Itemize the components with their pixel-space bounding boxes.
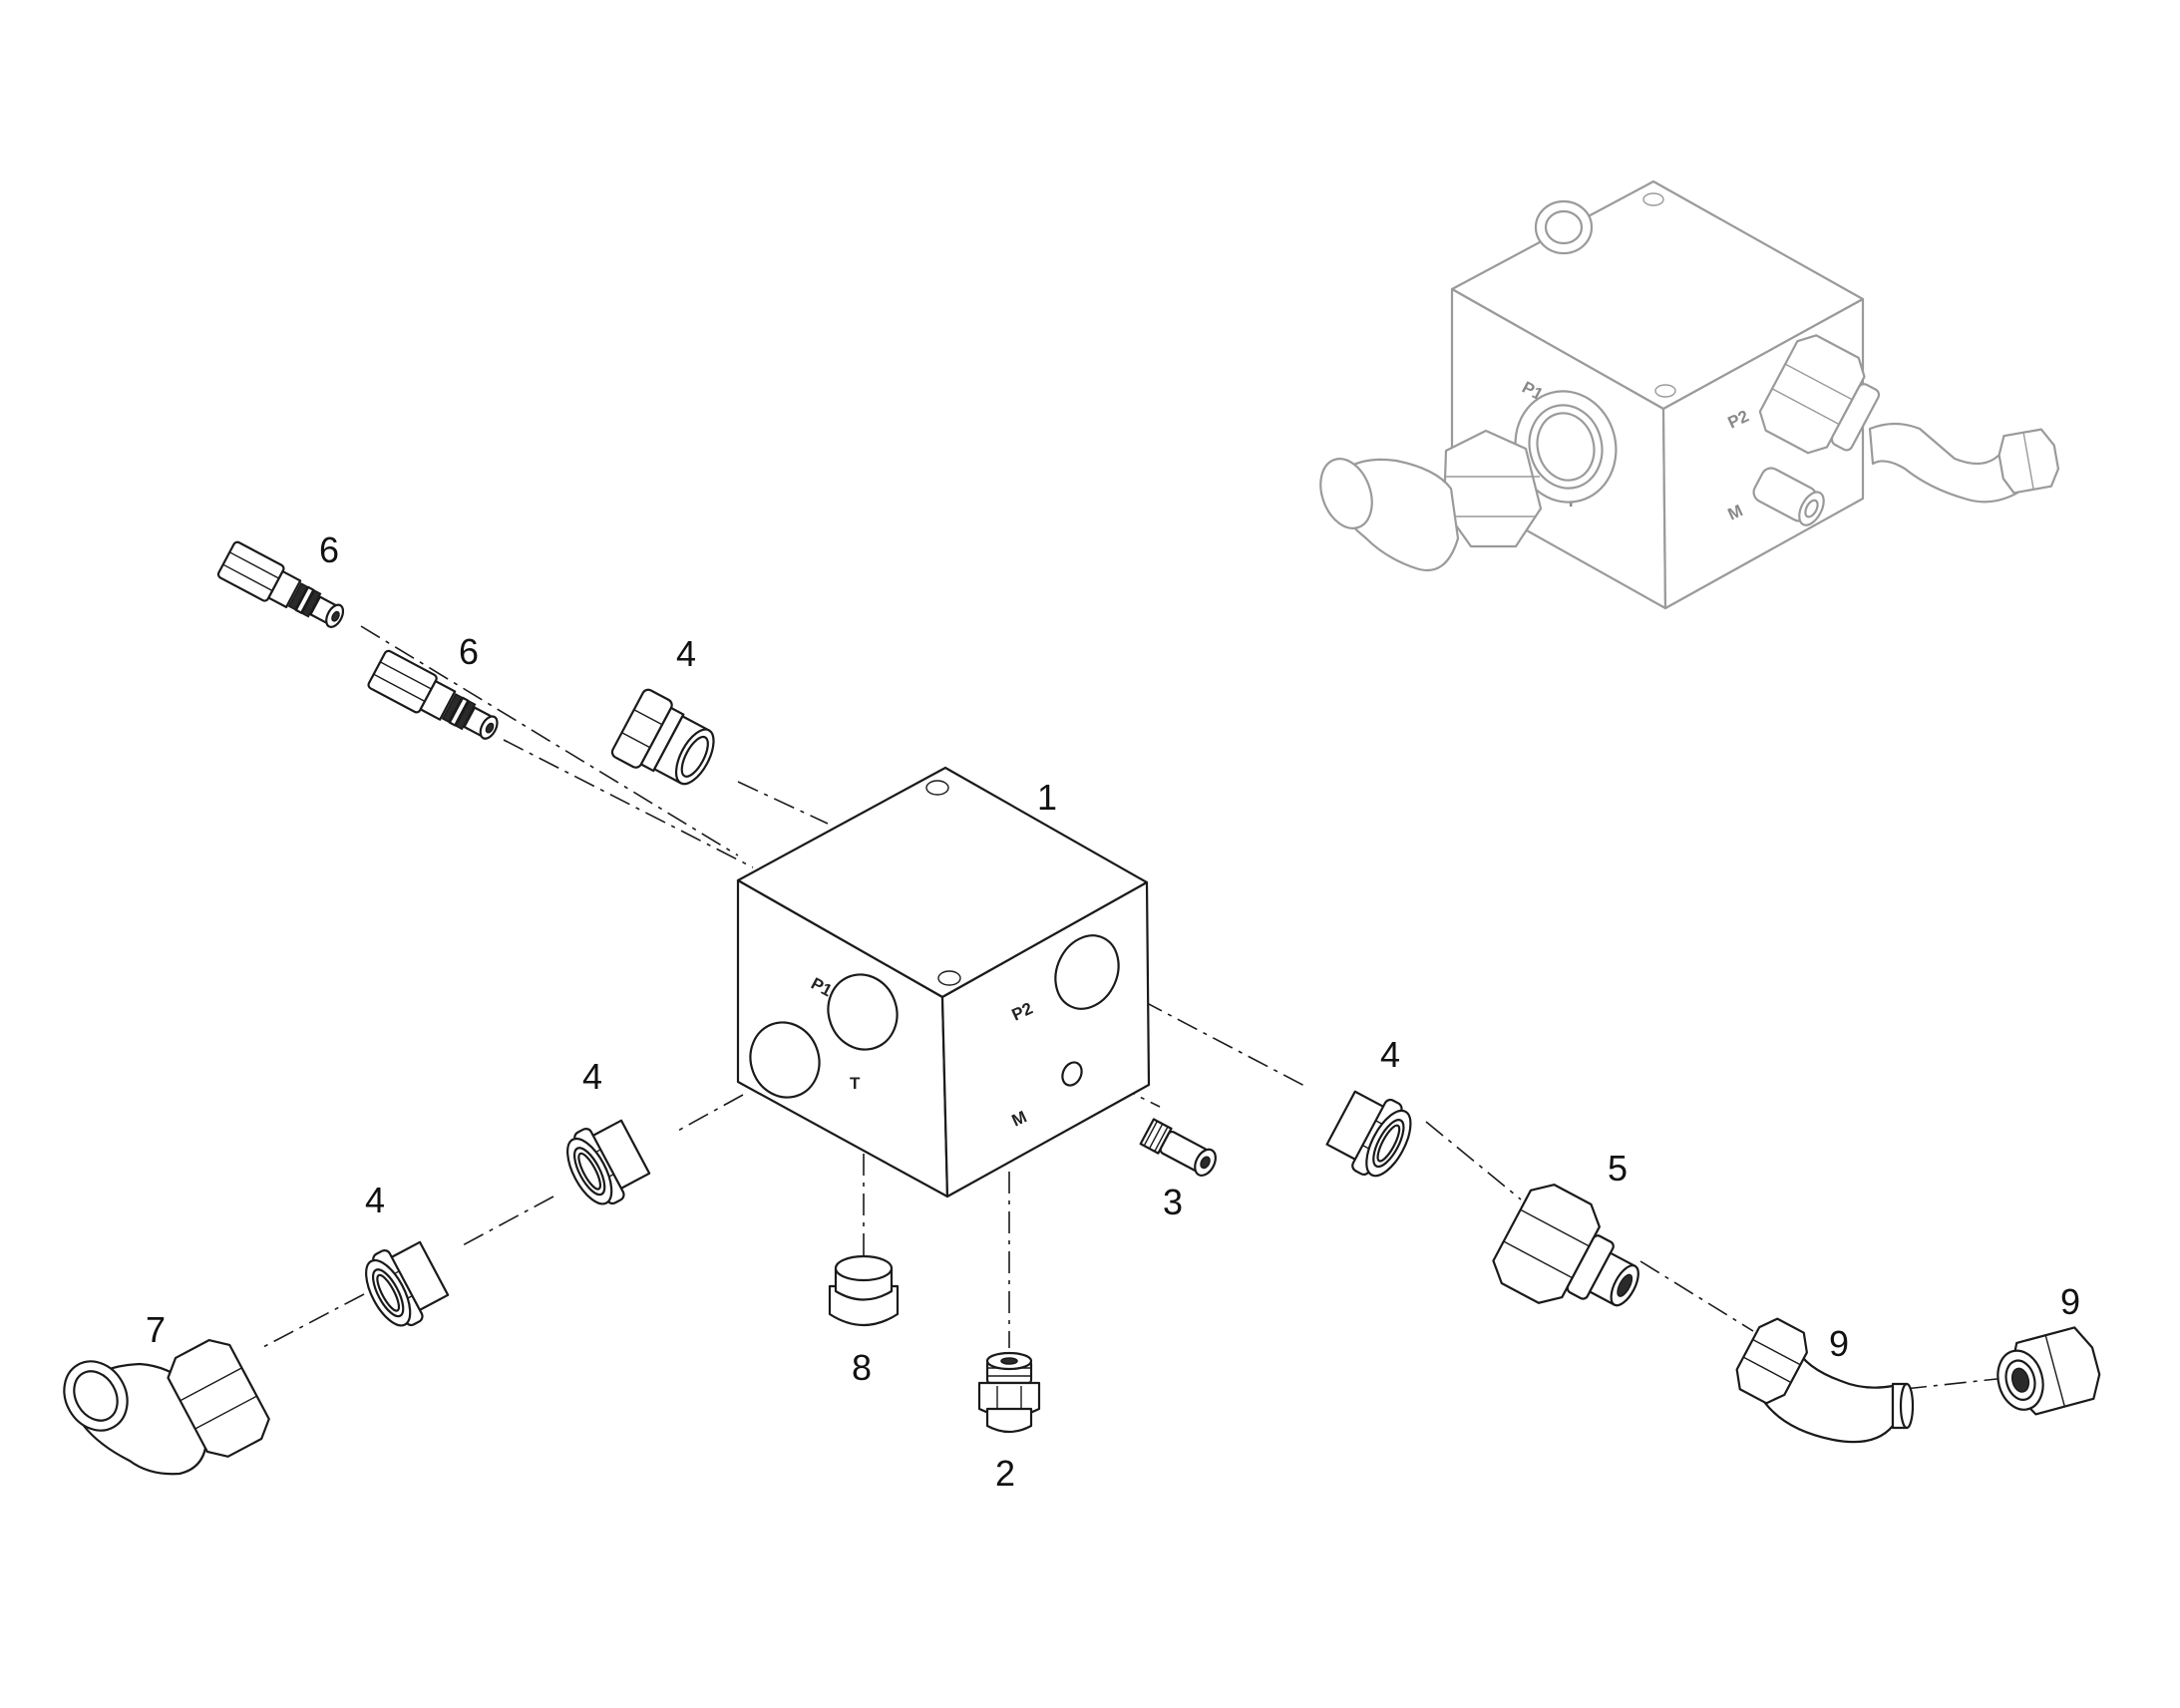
callout-4-right: 4 [1380,1034,1400,1075]
nipple-fitting [977,1351,1041,1434]
reducer-fitting [1492,1184,1639,1307]
adapter-fitting-left-upper [566,1119,651,1205]
port-label-t: T [850,1074,861,1093]
callout-9-nut: 9 [2060,1281,2080,1322]
port-m-hole [1061,1061,1083,1087]
adapter-fitting-right [1325,1090,1412,1178]
manifold-block: P1 T P2 M [736,766,1151,1198]
adapter-fitting-top [610,688,715,786]
callout-4-left-lower: 4 [365,1180,385,1220]
callout-8: 8 [852,1347,872,1388]
assembled-inset-view: P1 T P2 M [1319,179,2060,610]
callout-4-left-upper: 4 [582,1056,602,1097]
callout-9-elbow: 9 [1829,1323,1849,1364]
plug [828,1254,900,1326]
callout-5: 5 [1608,1148,1628,1189]
callout-1: 1 [1037,777,1057,818]
callout-2: 2 [995,1453,1015,1494]
cartridge-valve-lower [367,649,499,740]
port-p1-hole [827,973,899,1051]
port-p2-hole [1054,934,1120,1010]
callout-6-lower: 6 [459,631,479,672]
swivel-elbow [1735,1317,1915,1444]
adapter-fitting-left-lower [365,1240,450,1327]
callout-4-top: 4 [676,633,696,674]
callout-6-upper: 6 [319,529,339,570]
port-t-hole [749,1021,821,1099]
cartridge-valve-upper [216,540,345,628]
elbow-fitting [63,1339,270,1476]
hex-nut [1997,1326,2101,1416]
test-point-fitting [1139,1118,1217,1178]
item-callouts: 1 2 3 4 4 4 4 5 6 6 7 8 9 9 [146,529,2080,1494]
callout-7: 7 [146,1309,166,1350]
callout-3: 3 [1163,1182,1183,1222]
